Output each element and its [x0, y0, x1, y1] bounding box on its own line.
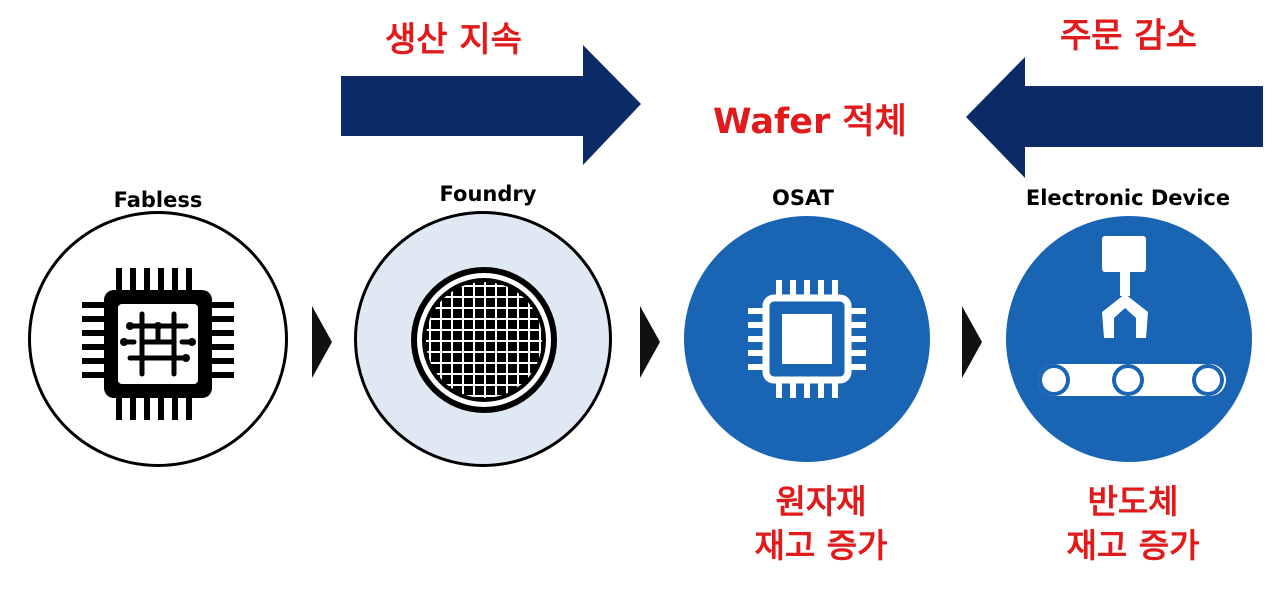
device-note-line2: 재고 증가	[1066, 526, 1200, 565]
wafer-grid-line	[426, 395, 542, 397]
wafer-backlog-text: Wafer 적체	[713, 102, 907, 142]
stage-label-osat: OSAT	[772, 186, 834, 210]
stage-label-fabless: Fabless	[113, 188, 203, 212]
wafer-grid-line	[528, 282, 530, 398]
wafer-grid-line	[517, 282, 519, 398]
robot-conveyor-icon	[1038, 236, 1226, 396]
device-note-line1: 반도체	[1087, 482, 1179, 521]
flow-chevron-1	[312, 306, 332, 378]
wafer-icon	[411, 267, 557, 413]
production-continues-text: 생산 지속	[385, 20, 522, 60]
wafer-grid-line	[506, 282, 508, 398]
chip-circuit-icon	[82, 268, 234, 420]
stage-label-foundry: Foundry	[439, 182, 537, 206]
stage-label-electronic-device: Electronic Device	[1025, 186, 1231, 210]
wafer-grid-line	[426, 373, 542, 375]
chip-icon	[748, 280, 866, 398]
flow-chevron-2	[640, 306, 660, 378]
osat-note-line2: 재고 증가	[754, 526, 888, 565]
wafer-grid-line	[426, 340, 542, 342]
wafer-grid-line	[426, 384, 542, 386]
wafer-grid-line	[426, 362, 542, 364]
wafer-grid-line	[539, 282, 541, 398]
osat-note-line1: 원자재	[775, 482, 867, 521]
wafer-grid-line	[426, 351, 542, 353]
orders-decrease-text: 주문 감소	[1060, 16, 1197, 56]
wafer-grid-line	[495, 282, 497, 398]
flow-chevron-3	[962, 306, 982, 378]
